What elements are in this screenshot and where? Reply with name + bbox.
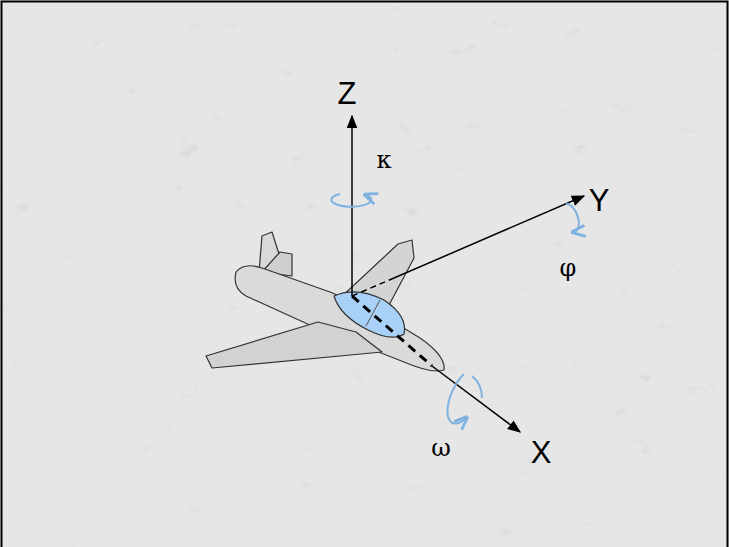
axis-letter: X [531, 437, 552, 468]
x-axis-hidden [352, 296, 432, 366]
near-wing [206, 322, 382, 368]
kappa-rotation [331, 194, 371, 207]
rotation-symbol: κ [377, 148, 392, 172]
airplane [206, 232, 444, 371]
y-axis [394, 196, 584, 278]
axis-letter: Z [338, 78, 357, 109]
axis-letter: Y [589, 185, 610, 216]
x-axis [432, 366, 520, 432]
canopy [334, 292, 405, 337]
y-axis-hidden [352, 278, 394, 296]
canopy-frame [366, 300, 380, 326]
rotation-symbol: ω [431, 436, 451, 460]
omega-rotation [447, 374, 466, 424]
phi-rotation [566, 204, 579, 232]
axes [352, 116, 584, 432]
rotation-symbol: φ [560, 256, 577, 280]
omega-rotation-back [472, 376, 482, 398]
rotation-arrows [331, 194, 579, 424]
